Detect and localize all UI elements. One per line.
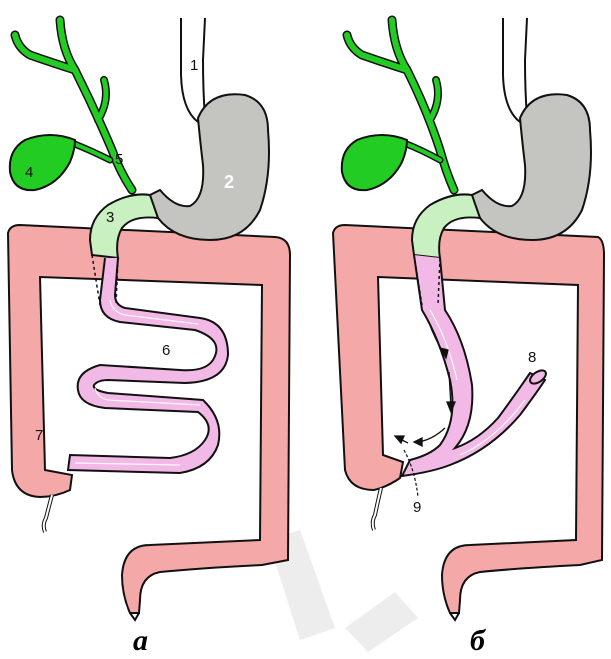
stomach bbox=[472, 94, 591, 240]
watermark bbox=[268, 530, 418, 652]
label-1: 1 bbox=[190, 57, 198, 74]
label-6: 6 bbox=[162, 342, 170, 359]
esophagus bbox=[503, 18, 527, 122]
small-intestine bbox=[68, 258, 228, 473]
caption-b: б bbox=[470, 624, 486, 657]
label-2: 2 bbox=[224, 172, 234, 192]
label-5: 5 bbox=[115, 151, 123, 168]
caption-a: а bbox=[133, 624, 148, 657]
label-7: 7 bbox=[35, 427, 43, 444]
gallbladder bbox=[342, 135, 407, 190]
colon bbox=[8, 225, 290, 613]
label-4: 4 bbox=[25, 164, 33, 181]
panel-a: 1 2 3 4 5 6 7 а bbox=[8, 18, 290, 657]
panel-b: 8 9 б bbox=[333, 18, 604, 657]
small-intestine-shortened bbox=[402, 255, 545, 476]
stomach bbox=[150, 94, 269, 240]
label-3: 3 bbox=[106, 209, 114, 226]
label-9: 9 bbox=[413, 499, 421, 516]
gallbladder bbox=[10, 135, 75, 190]
label-8: 8 bbox=[528, 349, 536, 366]
